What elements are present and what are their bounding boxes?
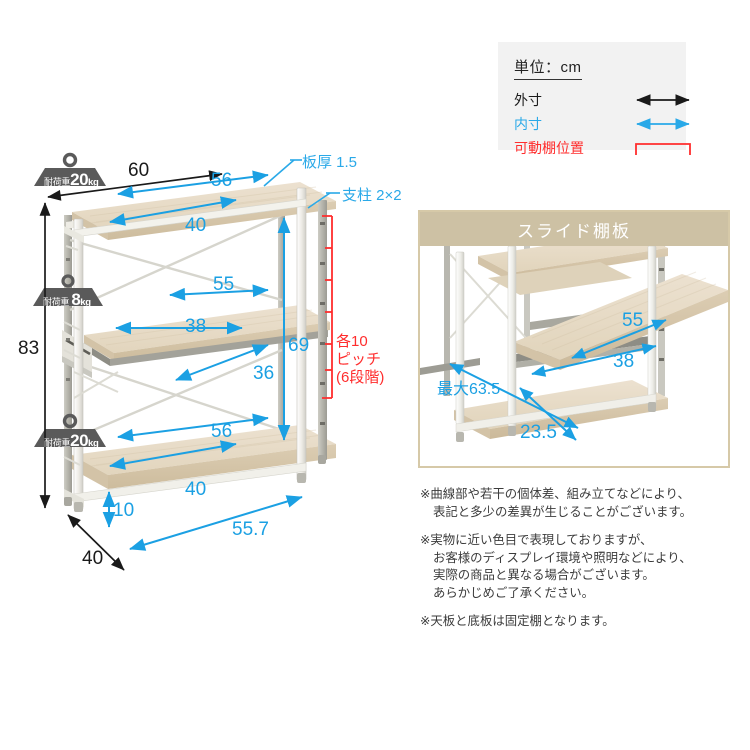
leader-board-thickness [263,159,295,187]
pitch-bracket [322,215,333,399]
dim-label-36: 36 [253,363,275,384]
pitch-note-line3: (6段階) [336,369,385,386]
load-bot-value: 20 [70,431,89,450]
dim-label-width-60: 60 [128,160,150,181]
dim-arrow-56-top [117,170,269,199]
legend-box: 単位：cm 外寸 内寸 可動棚位置 [498,42,691,156]
load-badge-bottom-shape [34,413,106,447]
dim-label-56-top: 56 [211,170,233,191]
dim-label-40-top: 40 [185,215,207,236]
load-mid-value: 8 [71,290,81,309]
notes-block: ※曲線部や若干の個体差、組み立てなどにより、 表記と多少の差異が生じることがござ… [420,486,740,642]
load-top-value: 20 [70,170,89,189]
load-top-prefix: 耐荷重 [44,177,71,187]
load-badge-bottom-label: 耐荷重20kg [44,431,99,451]
slide-shelf-panel: スライド棚板 [418,210,730,468]
dim-label-slide-travel: 23.5 [520,422,557,443]
dim-label-10: 10 [113,500,135,521]
dim-label-55: 55 [213,274,235,295]
load-mid-prefix: 耐荷重 [43,297,70,307]
pitch-note-line1: 各10 [336,333,368,350]
legend-title: 単位：cm [514,56,582,80]
note-fixed-shelf-l1: ※天板と底板は固定棚となります。 [420,614,615,628]
pitch-note: 各10 ピッチ (6段階) [336,333,384,387]
note-color-l1: ※実物に近い色目で表現しておりますが、 [420,533,653,547]
note-tolerance-l1: ※曲線部や若干の個体差、組み立てなどにより、 [420,487,690,501]
dim-label-38: 38 [185,316,207,337]
dim-arrow-40-bottom [109,440,237,470]
note-color-l2: お客様のディスプレイ環境や照明などにより、 [433,550,692,565]
legend-label-outer: 外寸 [514,92,542,108]
slide-shelf-title: スライド棚板 [420,212,728,246]
callout-board-thickness: 板厚 1.5 [302,154,358,171]
dim-label-slide-55: 55 [622,310,644,331]
note-color-l4: あらかじめご了承ください。 [433,585,595,600]
double-arrow-black-icon [632,92,694,108]
legend-label-inner: 内寸 [514,116,542,132]
double-arrow-blue-icon [632,116,694,132]
slide-shelf-illustration [420,246,728,468]
load-bot-prefix: 耐荷重 [44,438,71,448]
note-color: ※実物に近い色目で表現しておりますが、 お客様のディスプレイ環境や照明などにより… [420,532,740,602]
load-badge-middle-shape [33,274,103,306]
dim-arrow-55-7 [129,495,303,551]
legend-label-adjustable: 可動棚位置 [514,140,584,156]
load-top-unit: kg [88,177,99,188]
note-fixed-shelf: ※天板と底板は固定棚となります。 [420,613,740,631]
load-bot-unit: kg [88,438,99,449]
dim-label-40-bottom: 40 [185,479,207,500]
dim-label-slide-max: 最大63.5 [437,381,501,398]
callout-post-size: 支柱 2×2 [342,187,402,204]
dim-label-55-7: 55.7 [232,519,269,540]
pitch-note-line2: ピッチ [336,351,382,368]
dim-arrow-40-top [109,196,237,226]
load-mid-unit: kg [80,297,91,308]
dim-arrow-56-bottom [117,413,269,442]
dim-arrow-55 [169,284,269,301]
red-bracket-icon [632,140,694,156]
leader-post-size [307,192,331,209]
dim-label-56-bottom: 56 [211,421,233,442]
dim-arrow-36 [175,344,269,381]
note-tolerance: ※曲線部や若干の個体差、組み立てなどにより、 表記と多少の差異が生じることがござ… [420,486,740,521]
load-badge-middle-label: 耐荷重 8kg [43,290,91,310]
dim-arrow-depth-40 [67,514,125,571]
dim-label-69: 69 [288,335,310,356]
dim-label-depth-40: 40 [82,548,104,569]
dim-label-height-83: 83 [18,338,40,359]
load-badge-top-label: 耐荷重20kg [44,170,99,190]
note-tolerance-l2: 表記と多少の差異が生じることがございます。 [433,504,692,519]
dim-arrow-slide-travel [519,387,577,441]
note-color-l3: 実際の商品と異なる場合がございます。 [433,568,655,582]
dim-label-slide-38: 38 [613,351,635,372]
